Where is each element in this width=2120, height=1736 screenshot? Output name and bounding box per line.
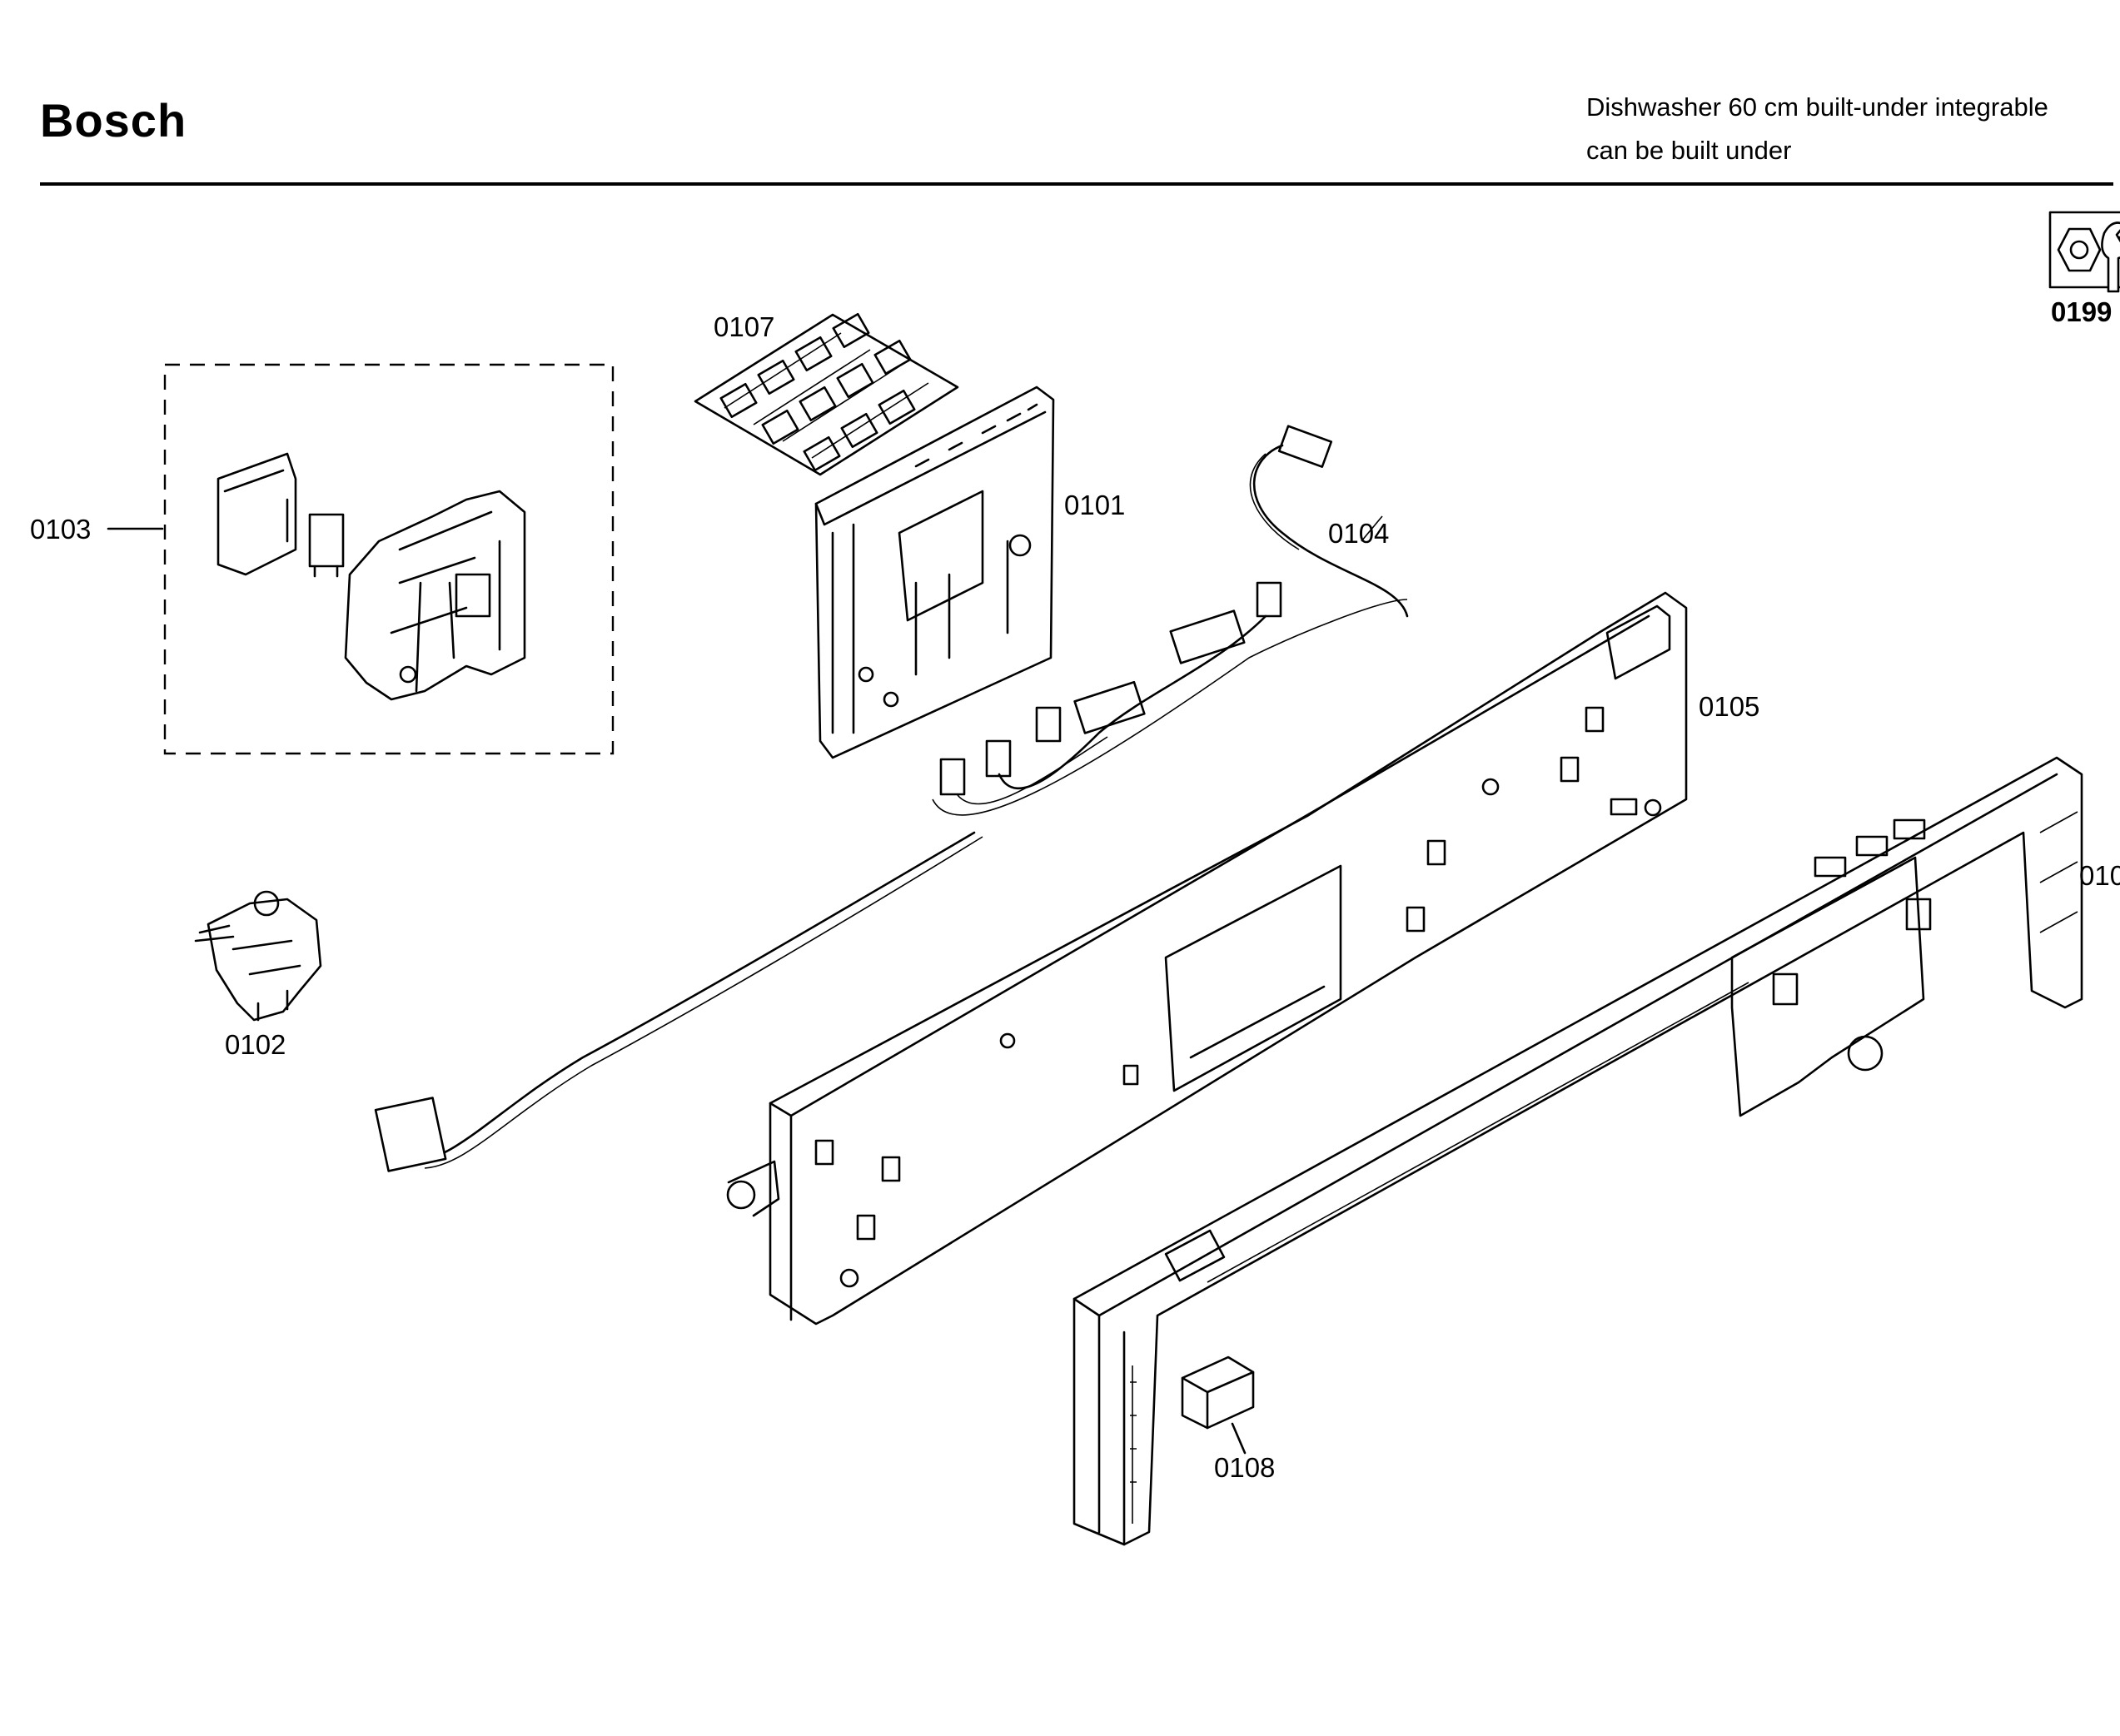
part-label-0101[interactable]: 0101 <box>1064 490 1126 520</box>
leader-0104 <box>1361 515 1383 542</box>
model-description: Dishwasher 60 cm built-under integrable … <box>1586 86 2048 172</box>
model-description-line-1: Dishwasher 60 cm built-under integrable <box>1586 92 2048 122</box>
header-divider <box>40 182 2113 186</box>
wrench-nut-icon[interactable] <box>2048 211 2120 293</box>
tool-label-0199[interactable]: 0199 <box>2051 296 2113 327</box>
part-label-010[interactable]: 010 <box>2079 860 2120 891</box>
part-label-0103[interactable]: 0103 <box>30 514 92 545</box>
brand-title: Bosch <box>40 94 187 147</box>
switch-icon[interactable] <box>194 890 322 1022</box>
part-label-0102[interactable]: 0102 <box>225 1029 286 1060</box>
wire-harness-icon[interactable] <box>374 425 1409 1172</box>
part-label-0104[interactable]: 0104 <box>1328 518 1390 549</box>
door-lock-assembly-icon[interactable] <box>107 363 615 755</box>
button-mat-icon[interactable] <box>694 312 959 476</box>
part-label-0105[interactable]: 0105 <box>1699 691 1760 722</box>
connector-block-icon[interactable] <box>1181 1355 1255 1455</box>
part-label-0107[interactable]: 0107 <box>714 311 775 342</box>
fascia-panel-icon[interactable] <box>1072 756 2083 1546</box>
control-panel-frame-icon[interactable] <box>726 591 1688 1326</box>
control-module-icon[interactable] <box>814 386 1055 759</box>
model-description-line-2: can be built under <box>1586 136 1792 165</box>
part-label-0108[interactable]: 0108 <box>1214 1452 1276 1483</box>
